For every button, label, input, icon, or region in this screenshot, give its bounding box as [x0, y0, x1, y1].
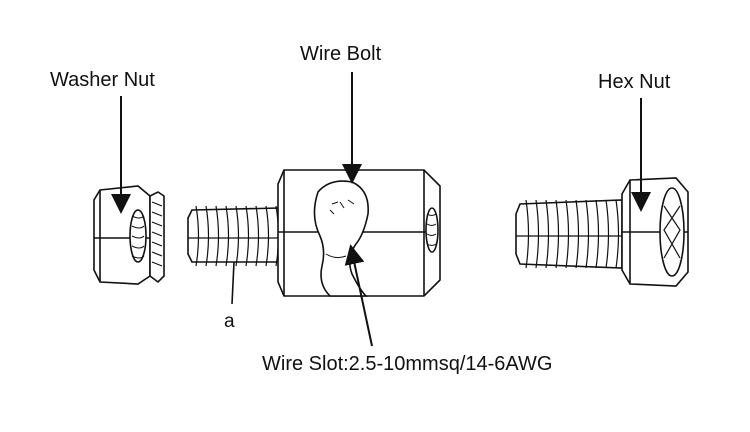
- wire-bolt-part: [187, 169, 441, 297]
- washer-nut-part: [93, 185, 165, 285]
- part-a-line: [231, 261, 235, 305]
- wire-bolt-label: Wire Bolt: [300, 43, 382, 65]
- washer-nut-label: Washer Nut: [50, 69, 155, 91]
- hex-nut-label: Hex Nut: [598, 71, 671, 93]
- part-a-label: a: [224, 311, 235, 332]
- wire-slot-label: Wire Slot:2.5-10mmsq/14-6AWG: [262, 353, 553, 375]
- leader-lines: [111, 72, 651, 347]
- wire-slot-arrow: [344, 244, 373, 347]
- hex-nut-part: [515, 177, 689, 287]
